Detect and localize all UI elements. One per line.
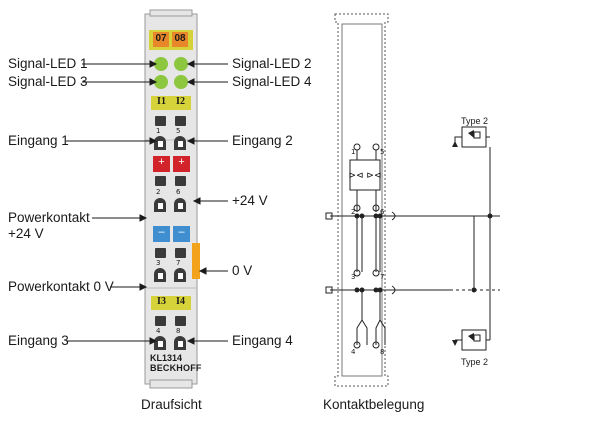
led-module-box [349, 159, 381, 191]
label-signal-led-2: Signal-LED 2 [232, 56, 312, 71]
io-label-i1-i2 [151, 96, 191, 110]
external-circuit [392, 126, 500, 351]
minus-block-right [173, 226, 190, 242]
terminal-pin-3: 3 [156, 259, 161, 267]
tag-07-text: 07 [155, 33, 167, 44]
io-label-i2: I2 [176, 96, 185, 107]
plus-label-right: + [178, 156, 185, 168]
led-1 [154, 57, 168, 71]
brand-name: BECKHOFF [150, 363, 202, 373]
terminal-housing [144, 9, 198, 389]
plus-block-left [153, 156, 170, 172]
io-label-i1: I1 [157, 96, 166, 107]
label-eingang-4: Eingang 4 [232, 333, 293, 348]
minus-block-left [153, 226, 170, 242]
tag-07 [153, 32, 169, 47]
label-signal-led-1: Signal-LED 1 [8, 56, 88, 71]
clamp-highlights [158, 141, 183, 347]
model-number: KL1314 [150, 353, 183, 363]
caption-kontaktbelegung: Kontaktbelegung [323, 397, 425, 412]
side-orange-marker [192, 243, 200, 279]
schematic-pin-2: 2 [351, 208, 356, 216]
left-pointer-lines [66, 60, 158, 345]
io-label-i3: I3 [157, 296, 166, 307]
label-powerkontakt-24v: +24 V [8, 226, 44, 241]
label-eingang-3: Eingang 3 [8, 333, 69, 348]
minus-label-left: – [158, 226, 165, 238]
plus-block-right [173, 156, 190, 172]
caption-draufsicht: Draufsicht [141, 397, 202, 412]
terminal-pin-8: 8 [176, 327, 181, 335]
label-powerkontakt: Powerkontakt [8, 210, 90, 225]
label-eingang-1: Eingang 1 [8, 133, 69, 148]
terminal-pin-1: 1 [156, 127, 161, 135]
right-pointer-lines [186, 60, 228, 345]
tag-08-text: 08 [174, 33, 186, 44]
io-label-i3-i4 [151, 296, 191, 310]
schematic-pin-8: 8 [380, 348, 385, 356]
schematic-housing [334, 13, 389, 387]
schematic-pin-1: 1 [351, 148, 356, 156]
external-junctions [452, 141, 493, 346]
tag-08 [172, 32, 188, 47]
io-label-i4: I4 [176, 296, 185, 307]
sensor-top-symbol [468, 130, 481, 139]
label-powerkontakt-0v: Powerkontakt 0 V [8, 279, 114, 294]
terminal-pin-5: 5 [176, 127, 181, 135]
schematic-pin-7: 7 [380, 273, 385, 281]
schematic-pin-6: 6 [380, 208, 385, 216]
led-module-symbol: ⊳⊲ ⊳⊲ [348, 171, 381, 181]
schematic-pin-3: 3 [351, 273, 356, 281]
sensor-type-bottom: Type 2 [461, 357, 489, 367]
sensor-type-top: Type 2 [461, 116, 489, 126]
led-2 [174, 57, 188, 71]
terminal-pin-6: 6 [176, 188, 181, 196]
led-4 [174, 75, 188, 89]
terminal-pin-2: 2 [156, 188, 161, 196]
label-signal-led-4: Signal-LED 4 [232, 74, 312, 89]
label-zero-v: 0 V [232, 263, 253, 278]
led-3 [154, 75, 168, 89]
schematic-pin-5: 5 [380, 148, 385, 156]
terminal-pin-7: 7 [176, 259, 181, 267]
label-signal-led-3: Signal-LED 3 [8, 74, 88, 89]
junction-dots [354, 213, 383, 293]
schematic-pin-4: 4 [351, 348, 356, 356]
label-plus-24v: +24 V [232, 193, 268, 208]
minus-label-right: – [178, 226, 185, 238]
terminal-pin-4: 4 [156, 327, 161, 335]
label-eingang-2: Eingang 2 [232, 133, 293, 148]
sensor-bottom-symbol [468, 333, 481, 342]
plus-label-left: + [158, 156, 165, 168]
